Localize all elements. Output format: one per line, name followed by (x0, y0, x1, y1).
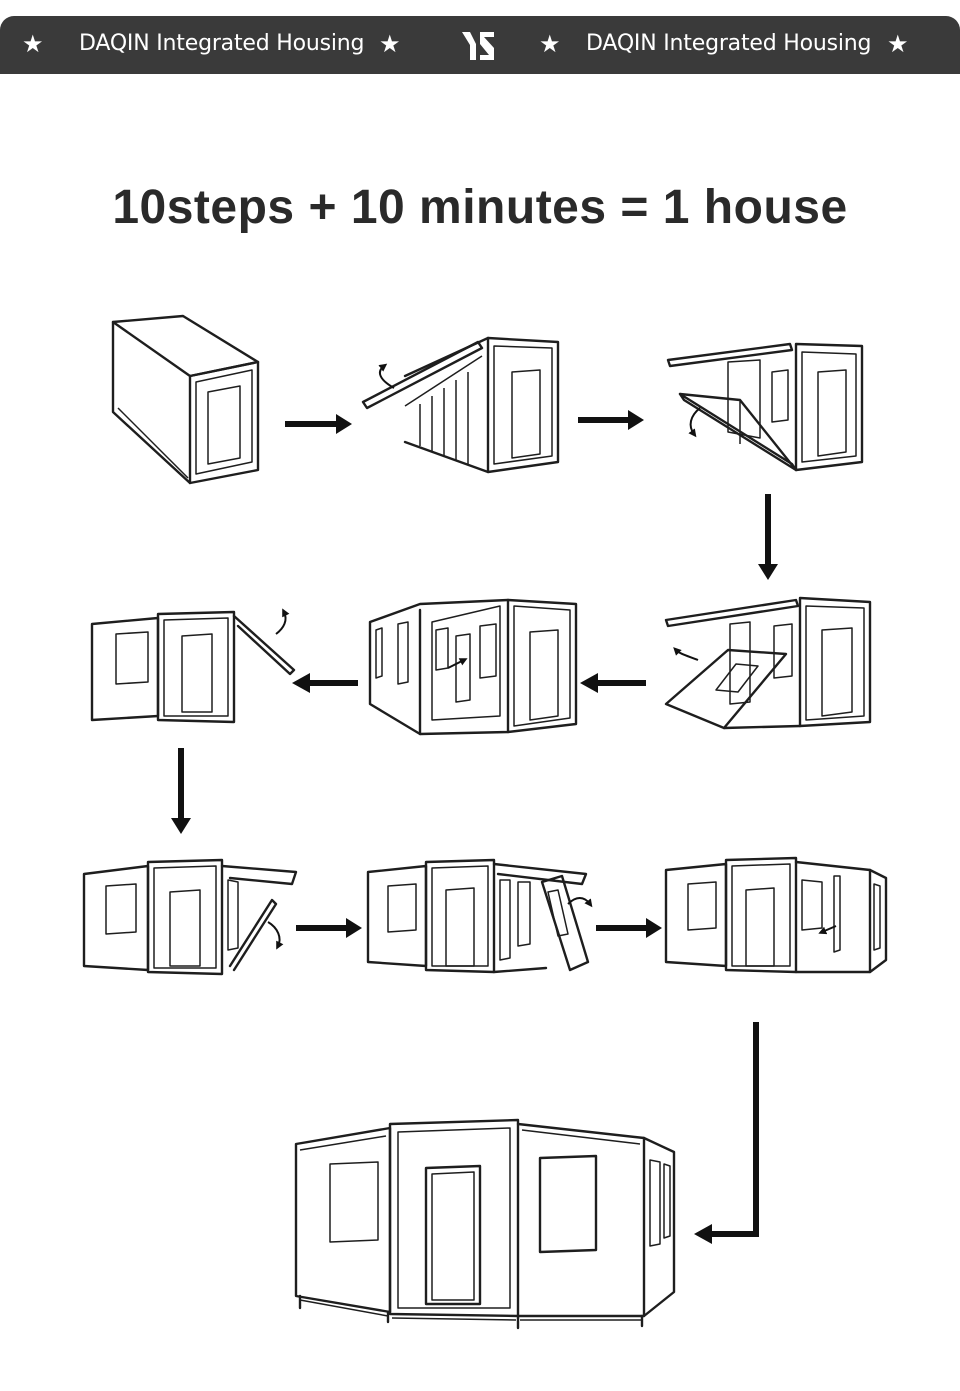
step-4-wall-panel-unfolding (664, 596, 872, 730)
arrow-icon (580, 673, 646, 693)
ys-monogram-icon (462, 32, 494, 60)
star-icon: ★ (22, 30, 44, 58)
step-1-folded-container (111, 314, 260, 485)
arrow-icon (596, 918, 662, 938)
step-7-right-side-closing (82, 858, 298, 976)
brand-name-right: DAQIN Integrated Housing (586, 31, 872, 56)
star-icon: ★ (539, 30, 561, 58)
headline: 10steps + 10 minutes = 1 house (112, 181, 848, 234)
arrow-icon (296, 918, 362, 938)
step-6-left-side-roof-lifting (90, 608, 296, 724)
star-icon: ★ (887, 30, 909, 58)
step-9-both-wings-open (664, 856, 888, 974)
star-icon: ★ (379, 30, 401, 58)
arrow-icon (171, 748, 191, 834)
arrow-icon (292, 673, 358, 693)
step-8-right-wing-unfolding (366, 858, 593, 974)
top-banner: ★ DAQIN Integrated Housing ★ ★ DAQIN Int… (0, 16, 960, 74)
step-2-roof-panel-raised (361, 336, 560, 474)
brand-name-left: DAQIN Integrated Housing (79, 31, 365, 56)
step-5-left-wing-open (368, 598, 578, 736)
arrow-icon (285, 414, 352, 434)
arrow-icon (694, 1022, 759, 1244)
step-3-floor-panel-lowered (666, 342, 864, 472)
arrow-icon (758, 494, 778, 580)
arrow-icon (578, 410, 644, 430)
step-10-finished-house (294, 1118, 676, 1330)
